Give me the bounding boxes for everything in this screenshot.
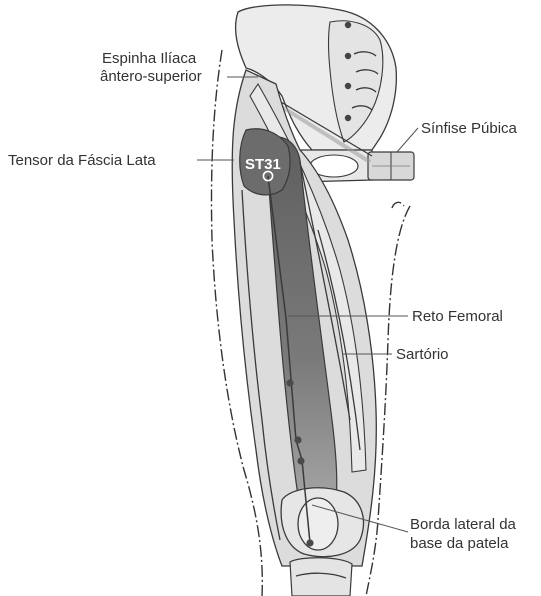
label-patella-line2: base da patela xyxy=(410,535,509,552)
acupoint xyxy=(297,457,304,464)
label-pubic-symphysis: Sínfise Púbica xyxy=(421,120,518,137)
label-sartorius: Sartório xyxy=(396,346,449,363)
label-rectus-femoris: Reto Femoral xyxy=(412,308,503,325)
sacral-foramen xyxy=(345,83,351,89)
sacral-foramen xyxy=(345,115,351,121)
acupoint xyxy=(294,436,301,443)
acupoint xyxy=(306,539,313,546)
label-patella-line1: Borda lateral da xyxy=(410,516,517,533)
point-label-st31: ST31 xyxy=(245,156,281,173)
acupoint xyxy=(286,379,293,386)
patella xyxy=(298,498,338,550)
label-asis-line1: Espinha Ilíaca xyxy=(102,50,197,67)
sacral-foramen xyxy=(345,53,351,59)
label-asis-line2: ântero-superior xyxy=(100,68,202,85)
label-tensor-fasciae-latae: Tensor da Fáscia Lata xyxy=(8,152,156,169)
leader-pubic xyxy=(397,128,418,152)
sacral-foramen xyxy=(345,22,351,28)
knee xyxy=(281,488,363,596)
